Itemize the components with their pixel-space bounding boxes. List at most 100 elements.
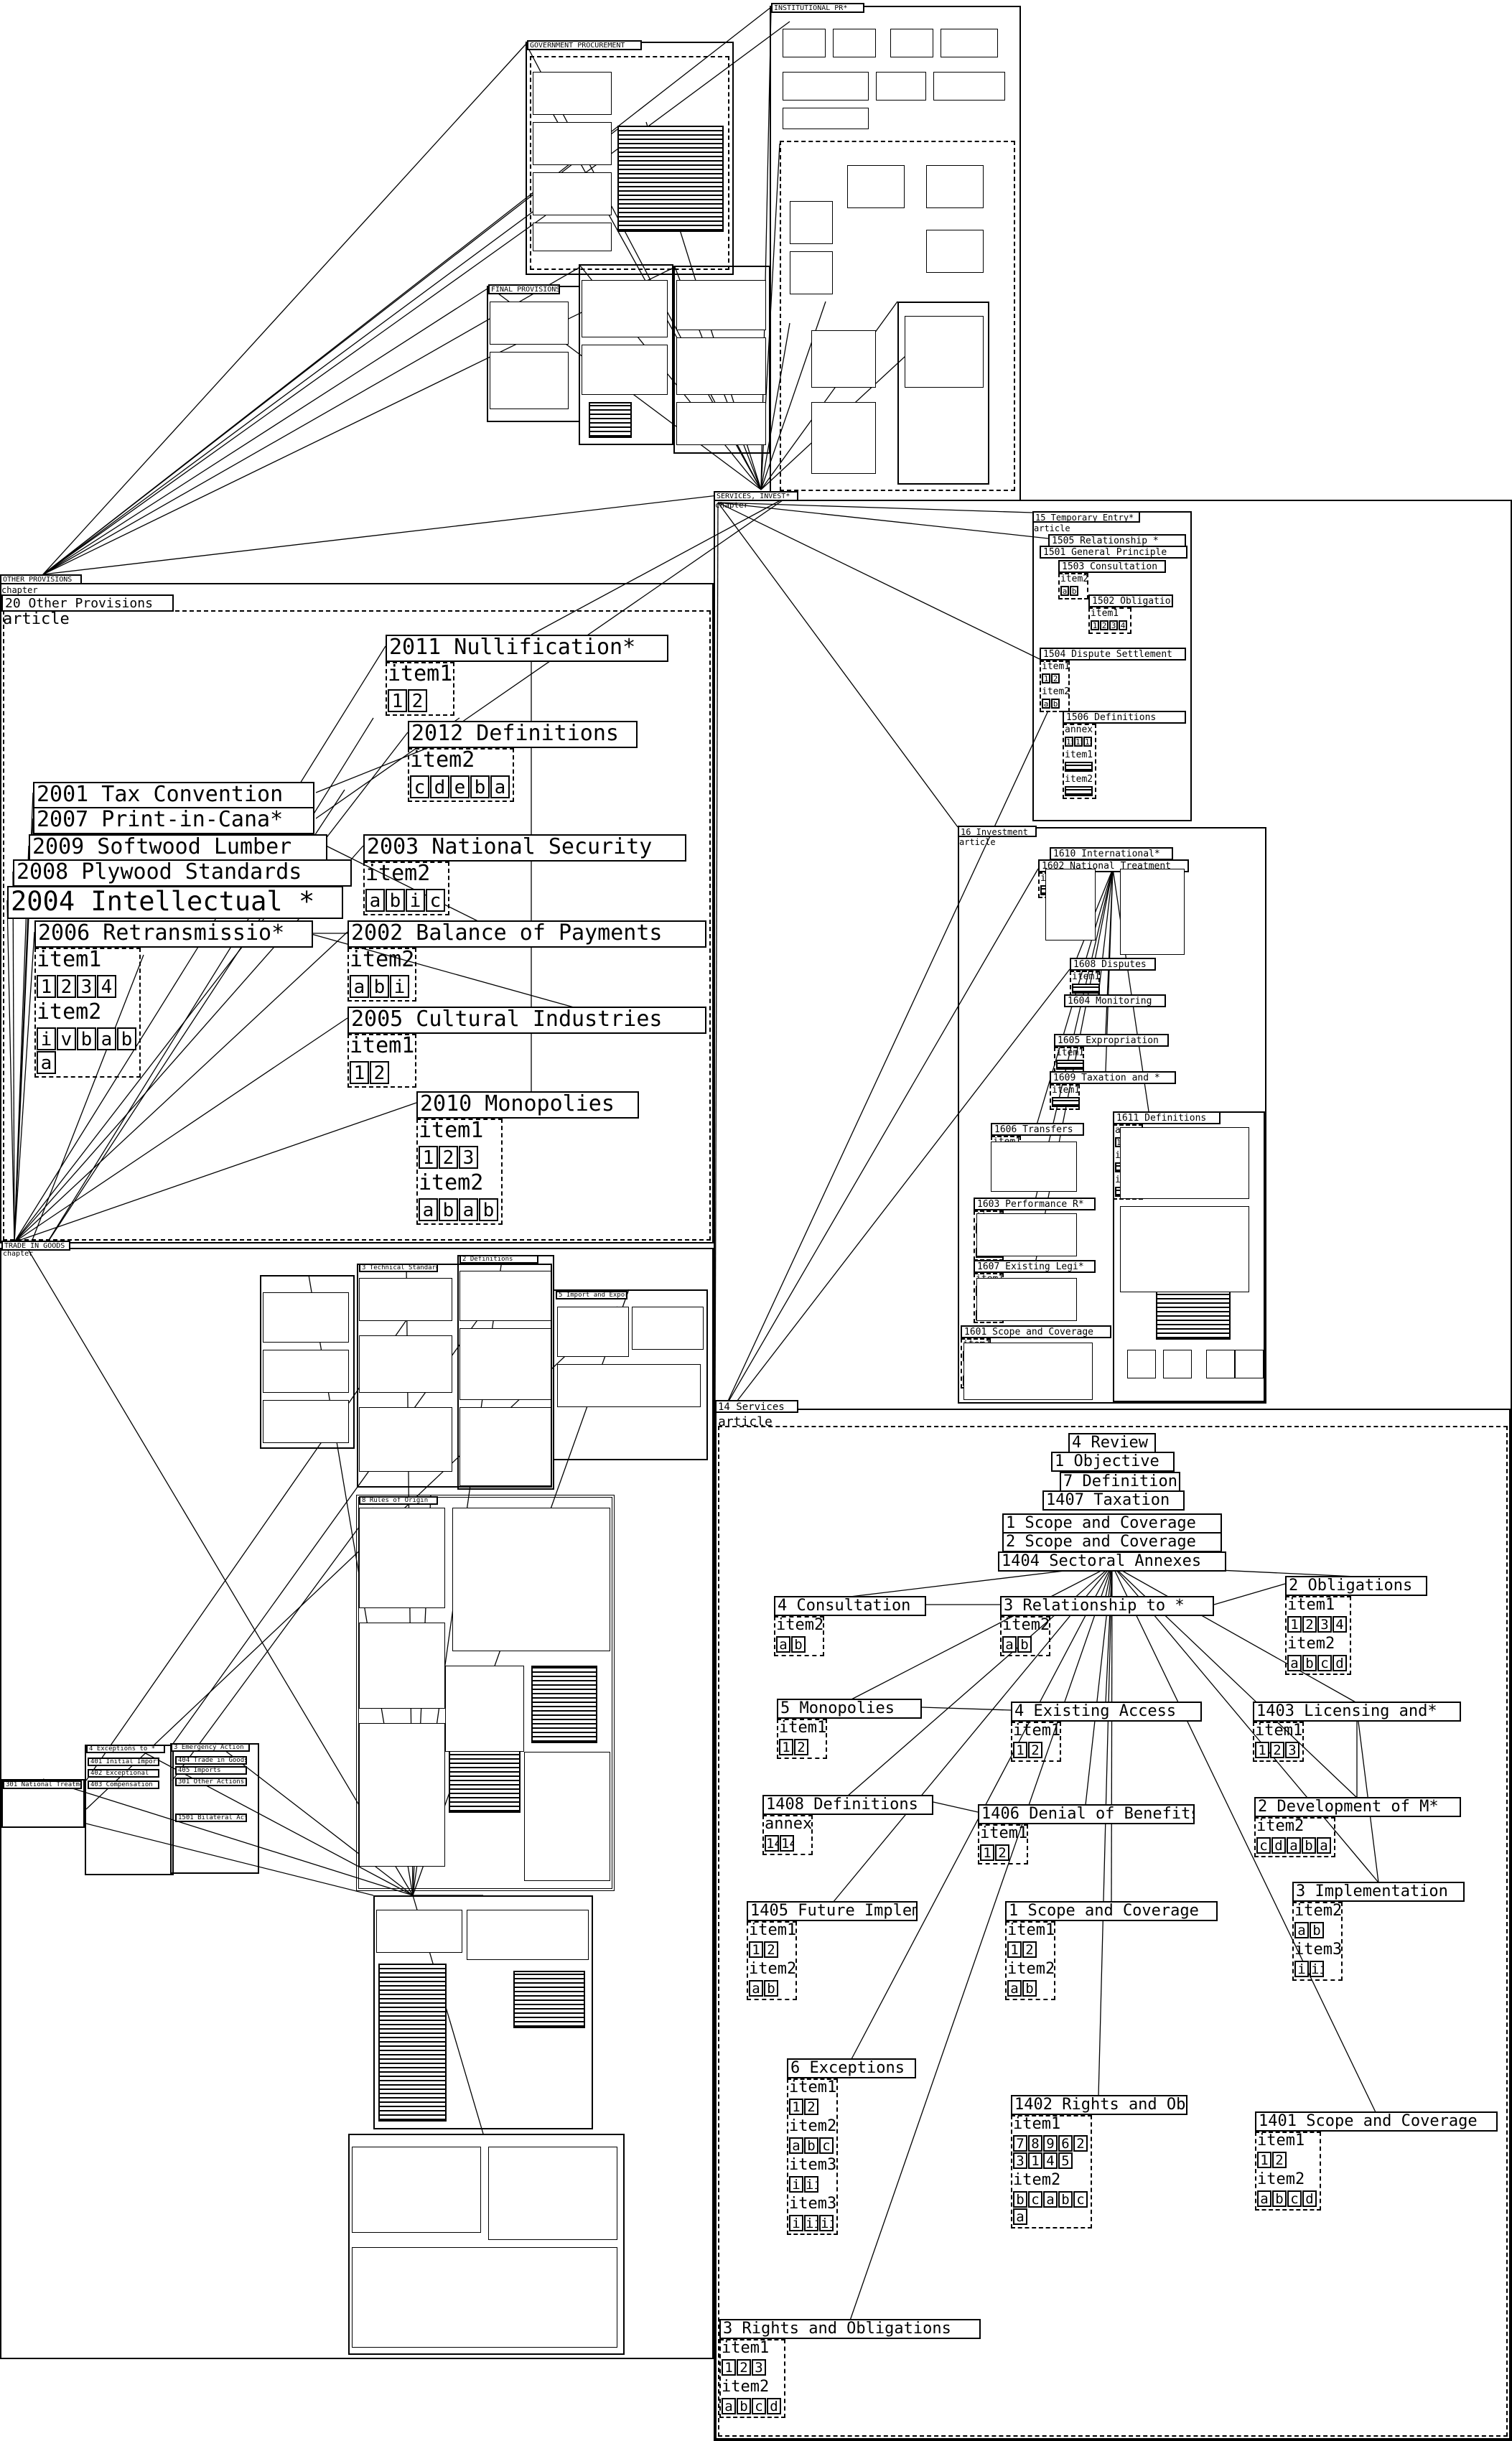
ch20-2006-retransmissio-items-frame [34, 948, 141, 1078]
ch14-1-scope-and-coverage-item1-cell: 2 [1022, 1941, 1037, 1958]
tig-5-import-and-export-label: 5 Import and Export [556, 1291, 627, 1299]
substructure-box [459, 1271, 551, 1321]
ch14-1-scope-and-coverage: 1 Scope and Coverage [1002, 1513, 1222, 1534]
ch14-4-existing-access-items-frame [1011, 1722, 1061, 1762]
tig-1501-bilateral-actions-label: 1501 Bilateral Actions [175, 1814, 247, 1822]
ch14-1-scope-and-coverage-item2-cell: b [1022, 1980, 1037, 1997]
ch20-label: 20 Other Provisions [1, 594, 174, 612]
ch15-label: 15 Temporary Entry* [1032, 511, 1140, 523]
ch14-2-development-of-m-items-frame [1254, 1817, 1335, 1857]
ch16-definitions-table [1156, 1285, 1231, 1340]
ch20-2006-retransmissio-item2-cell: a [37, 1051, 56, 1074]
ch16-1605-expropriation-item1-heading: item1 [1056, 1047, 1085, 1058]
ch14-6-exceptions-item2-cell: c [819, 2137, 834, 2154]
ch14-4-existing-access-item1-cell: 2 [1028, 1742, 1042, 1758]
ch15-1503-consultation-item2-cell: a [1060, 586, 1069, 596]
ch14-6-exceptions-item3-cell: iii [819, 2215, 834, 2231]
ch14-3-rights-and-obligations-item2-cell: a [722, 2398, 736, 2414]
ch15-1504-dispute-settlement: 1504 Dispute Settlement [1040, 648, 1186, 661]
substructure-box [376, 1910, 462, 1953]
institutional-subframe [780, 141, 1015, 491]
substructure-box [811, 402, 876, 474]
ch14-1403-licensing-and-item1-cell: 2 [1270, 1742, 1284, 1758]
substructure-box [926, 165, 984, 208]
ch16-1608-disputes-item1-heading: item1 [1072, 971, 1101, 982]
ch14-1406-denial-of-benefits-item1-heading: item1 [980, 1824, 1028, 1842]
ch20-2003-national-security-item2-cell: i [406, 889, 425, 912]
substructure-box [790, 251, 833, 294]
ch14-2-obligations: 2 Obligations [1285, 1576, 1427, 1596]
substructure-box [533, 172, 612, 215]
ch20-article-word: article [3, 610, 70, 628]
substructure-box [933, 72, 1005, 101]
substructure-box [1235, 1350, 1264, 1378]
ch16-1608-disputes-items-frame [1070, 971, 1100, 997]
trade-in-goods-chapter-word: chapter [3, 1250, 34, 1258]
ch14-3-relationship-to-item2-cell: b [1017, 1636, 1032, 1653]
ch20-2012-definitions-item2-cell: b [470, 775, 490, 798]
gp-article-frame [530, 56, 729, 270]
ch14-1408-definitions-annex-cell: 1408 [765, 1835, 779, 1852]
ch15-1504-dispute-settlement-item1-cell: 2 [1051, 673, 1060, 683]
ch20-2001-tax-convention: 2001 Tax Convention [33, 782, 314, 809]
ch14-5-monopolies-items-frame [777, 1719, 827, 1759]
substructure-box [632, 1307, 704, 1350]
ch14-1-scope-and-coverage-item2-cell: a [1007, 1980, 1022, 1997]
ch14-6-exceptions-items-frame [787, 2078, 838, 2235]
ch15-1504-dispute-settlement-item1-heading: item1 [1042, 661, 1070, 672]
ch20-2010-monopolies-item1-cell: 3 [459, 1146, 478, 1169]
ch20-2012-definitions-items-frame [408, 748, 514, 802]
substructure-box [533, 223, 612, 251]
substructure-box [352, 2147, 481, 2233]
ch14-1406-denial-of-benefits-item1-cell: 1 [980, 1844, 994, 1861]
substructure-box [1127, 1350, 1156, 1378]
ch14-3-implementation-item3-cell: i [1294, 1961, 1309, 1977]
ch20-2002-balance-of-payments-item2-cell: a [350, 975, 369, 998]
ch14-3-relationship-to-items-frame [1000, 1616, 1050, 1656]
ch20-2009-softwood-lumber: 2009 Softwood Lumber [29, 834, 327, 862]
other-provisions-edge [42, 215, 546, 575]
ch14-3-rights-and-obligations-item1-cell: 2 [737, 2359, 751, 2376]
substructure-box [811, 330, 876, 388]
ch20-2006-retransmissio-item1-heading: item1 [37, 947, 102, 972]
ch15-1502-obligations-item1-cell: 3 [1109, 620, 1118, 630]
substructure-box [359, 1723, 445, 1867]
ch20-2006-retransmissio-item2-cell: v [57, 1027, 76, 1050]
substructure-box [941, 29, 998, 57]
tig-301-other-actions-label: 301 Other Actions [175, 1778, 247, 1786]
ch15-1504-dispute-settlement-items-frame [1040, 661, 1070, 712]
substructure-box [847, 165, 905, 208]
ch14-4-existing-access-item1-heading: item1 [1013, 1722, 1061, 1740]
ch20-2005-cultural-industries-item1-cell: 2 [370, 1061, 389, 1084]
ch14-2-obligations-item1-cell: 1 [1287, 1616, 1302, 1633]
ch15-article-word: article [1034, 523, 1070, 533]
ch16-1605-expropriation-items-frame [1054, 1047, 1084, 1073]
ch20-article-frame [3, 610, 711, 1241]
ch20-2011-nullification: 2011 Nullification* [386, 635, 668, 662]
ch14-1-objective: 1 Objective [1051, 1452, 1175, 1472]
ch14-1401-scope-and-coverage-item2-cell: b [1272, 2190, 1287, 2207]
ch14-1405-future-implem-items-frame [747, 1921, 797, 2000]
ch14-4-existing-access: 4 Existing Access [1011, 1702, 1202, 1722]
substructure-box [582, 280, 668, 337]
ch20-2005-cultural-industries-item1-heading: item1 [350, 1033, 415, 1058]
government-procurement-label: GOVERNMENT PROCUREMENT [527, 40, 642, 50]
ch14-1403-licensing-and-items-frame [1253, 1722, 1304, 1762]
ch14-1402-rights-and-ob-item1-cell: 5 [1058, 2152, 1073, 2169]
ch14-3-implementation-item2-heading: item2 [1294, 1902, 1343, 1920]
other-provisions-edge [42, 495, 719, 575]
services-investment-label: SERVICES, INVEST* [714, 491, 798, 501]
ch14-5-monopolies-item1-cell: 1 [779, 1739, 793, 1755]
ch20-2011-nullification-items-frame [386, 662, 454, 716]
ch16-1609-taxation-and: 1609 Taxation and * [1050, 1071, 1176, 1084]
substructure-box [359, 1508, 445, 1608]
substructure-box [926, 230, 984, 273]
institutional-inner-frame [897, 302, 989, 485]
substructure-box [1120, 1206, 1249, 1292]
ch15-1506-definitions-item1-cells [1065, 762, 1093, 772]
substructure-box [445, 1666, 524, 1752]
ch15-1505-relationship: 1505 Relationship * [1048, 534, 1186, 547]
tig-module-c [553, 1289, 708, 1460]
ch15-1503-consultation: 1503 Consultation [1058, 560, 1166, 573]
